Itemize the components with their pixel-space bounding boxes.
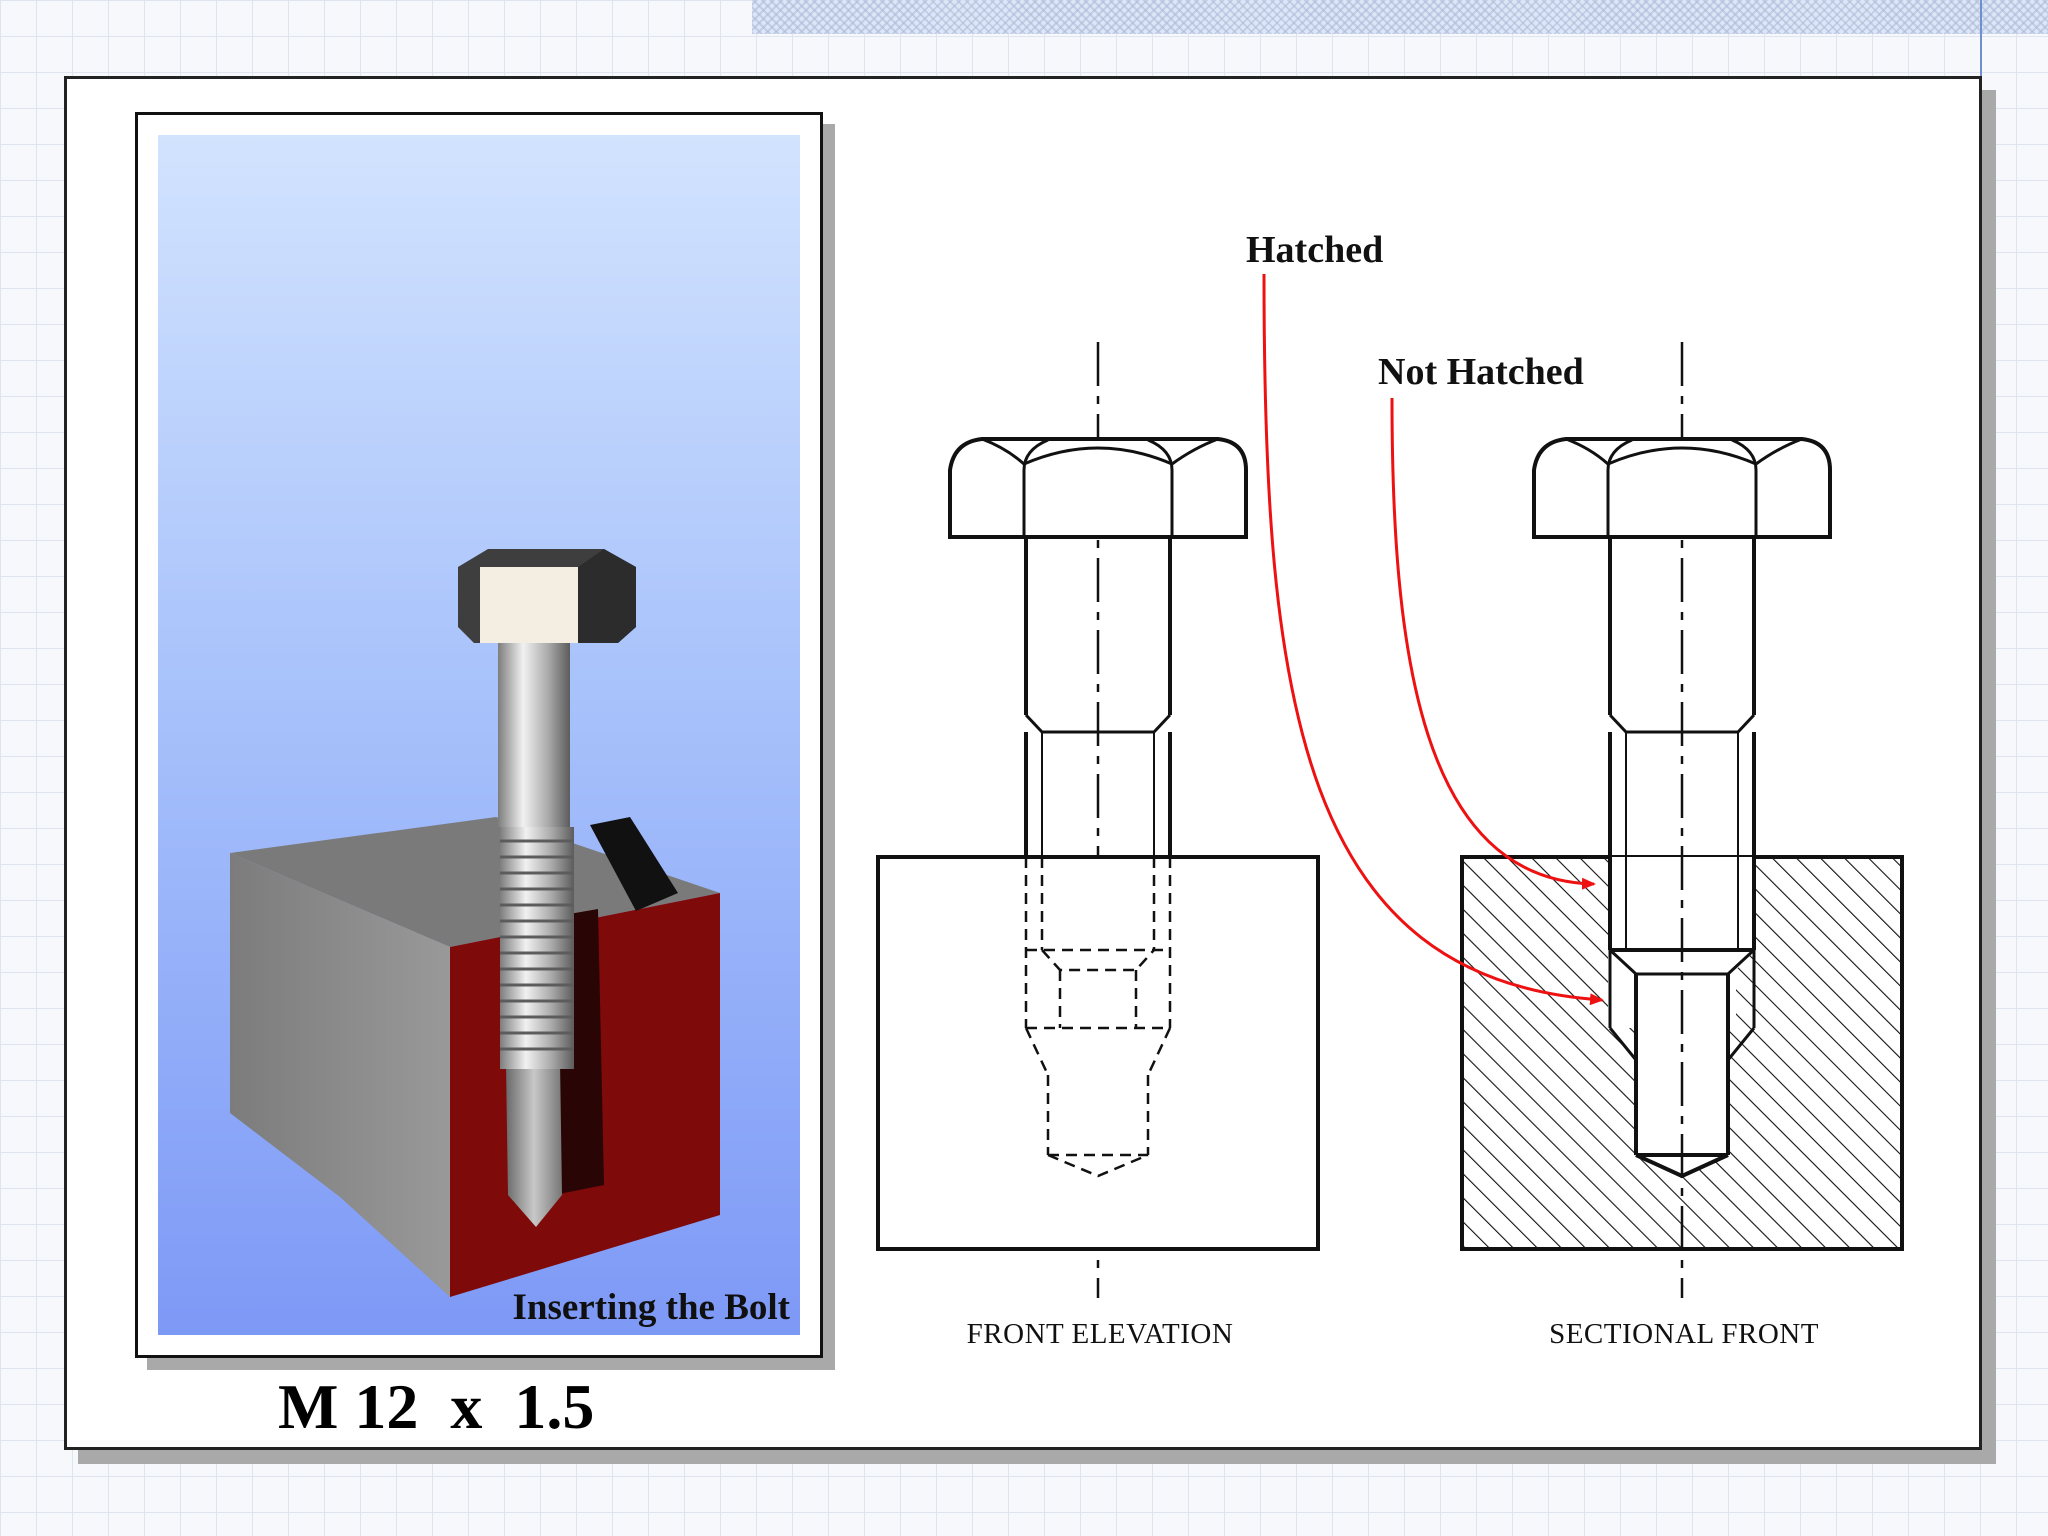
bolt-head-face — [480, 567, 578, 643]
bolt-illustration-frame: Inserting the Bolt — [135, 112, 823, 1358]
sectional-bolt-head — [1532, 437, 1832, 539]
slide-header-band — [752, 0, 2048, 34]
callout-arrows — [1262, 273, 1604, 1006]
drilled-hole — [506, 1061, 562, 1227]
illustration-caption: Inserting the Bolt — [512, 1287, 791, 1328]
thread-spec-label: M 12 x 1.5 — [278, 1371, 595, 1442]
sectional-front-label: SECTIONAL FRONT — [1549, 1318, 1819, 1350]
bolt-thread — [500, 827, 574, 1069]
sectional-front-view — [1460, 342, 1904, 1298]
not-hatched-arrow — [1390, 397, 1596, 890]
bolt-render — [230, 549, 720, 1297]
front-elevation-view — [876, 342, 1320, 1298]
front-elevation-label: FRONT ELEVATION — [966, 1318, 1234, 1350]
block-side-face — [230, 853, 450, 1297]
header-edge-line — [1980, 0, 1982, 76]
not-hatched-label: Not Hatched — [1378, 351, 1584, 393]
thread-lines — [500, 839, 574, 1051]
front-hidden-lines — [1024, 857, 1172, 1178]
bolt-shank — [498, 641, 570, 827]
front-block — [876, 855, 1320, 1251]
front-bolt-head — [948, 437, 1248, 539]
slot-shadow — [590, 817, 678, 911]
hatched-label: Hatched — [1246, 229, 1384, 271]
hatched-arrow — [1262, 273, 1604, 1006]
bolt-illustration: Inserting the Bolt — [158, 135, 800, 1335]
bolt-head-side — [578, 549, 636, 643]
